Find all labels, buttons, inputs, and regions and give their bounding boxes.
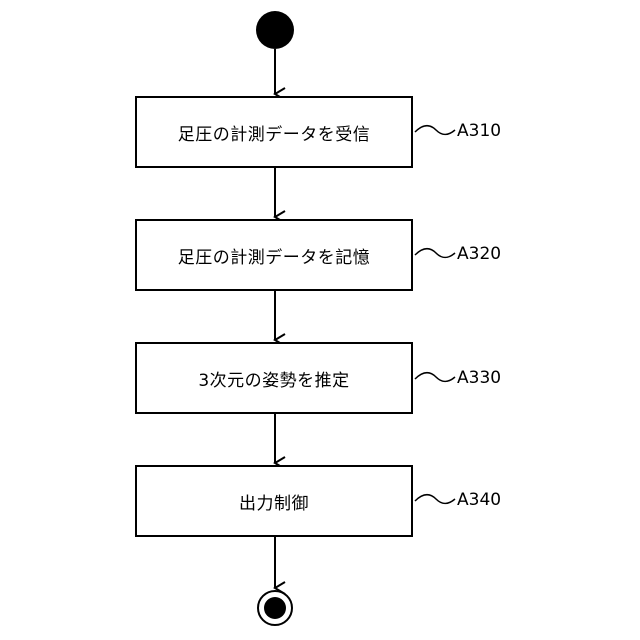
leader-line-a320 xyxy=(415,249,455,258)
leader-line-a330 xyxy=(415,373,455,382)
step-box-a310: 足圧の計測データを受信 xyxy=(135,96,413,168)
ref-label-a330: A330 xyxy=(457,368,501,388)
leader-line-a340 xyxy=(415,495,455,504)
step-label-a320: 足圧の計測データを記憶 xyxy=(178,243,371,268)
ref-label-a310: A310 xyxy=(457,121,501,141)
ref-label-a320: A320 xyxy=(457,244,501,264)
step-box-a340: 出力制御 xyxy=(135,465,413,537)
step-label-a330: 3次元の姿勢を推定 xyxy=(198,366,349,391)
leader-line-a310 xyxy=(415,126,455,135)
end-node-core xyxy=(264,597,286,619)
step-box-a330: 3次元の姿勢を推定 xyxy=(135,342,413,414)
step-box-a320: 足圧の計測データを記憶 xyxy=(135,219,413,291)
ref-label-a340: A340 xyxy=(457,490,501,510)
start-node xyxy=(256,11,294,49)
step-label-a340: 出力制御 xyxy=(239,489,309,514)
step-label-a310: 足圧の計測データを受信 xyxy=(178,120,371,145)
